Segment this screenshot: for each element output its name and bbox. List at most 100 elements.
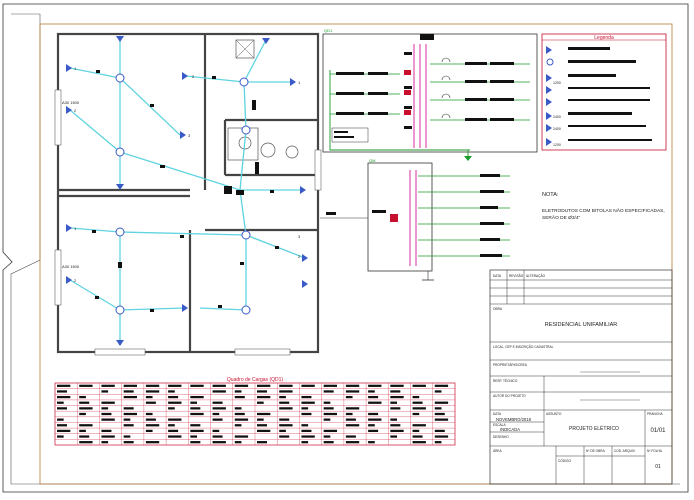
- lamp-number: 1: [298, 80, 301, 85]
- table-cell-mark: [145, 384, 160, 387]
- table-cell-mark: [345, 424, 360, 427]
- table-cell-mark: [279, 424, 293, 427]
- table-cell-mark: [279, 384, 293, 387]
- table-cell-mark: [434, 390, 442, 393]
- table-cell-mark: [168, 418, 182, 421]
- table-cell-mark: [345, 407, 360, 410]
- lamp-number: 3: [298, 234, 301, 239]
- table-cell-mark: [79, 384, 93, 387]
- table-cell-mark: [212, 441, 226, 444]
- table-cell-mark: [390, 395, 404, 399]
- lamp-number: 2: [74, 278, 77, 283]
- folha-value: 01: [655, 464, 661, 470]
- table-cell-mark: [279, 390, 293, 393]
- table-cell-mark: [123, 441, 134, 444]
- table-cell-mark: [390, 401, 397, 404]
- proprietario-label: PROPRIETÁRIO/CREA: [493, 363, 528, 367]
- table-cell-mark: [279, 395, 286, 399]
- table-cell-mark: [301, 412, 312, 416]
- table-cell-mark: [123, 390, 134, 393]
- lamp-number: 2: [192, 74, 195, 79]
- table-cell-mark: [279, 407, 293, 410]
- nr-obra-label: Nº DE OBRA: [586, 449, 606, 453]
- table-cell-mark: [123, 418, 131, 421]
- table-cell-mark: [301, 407, 309, 410]
- table-cell-mark: [412, 384, 426, 387]
- table-cell-mark: [345, 412, 353, 416]
- table-cell-mark: [123, 395, 137, 399]
- legend-label: 1200: [553, 143, 561, 147]
- table-cell-mark: [168, 435, 182, 438]
- col-revisao: REVISÃO: [509, 273, 524, 278]
- table-cell-mark: [145, 418, 156, 421]
- lamp-number: 1: [74, 66, 77, 71]
- table-cell-mark: [345, 435, 356, 438]
- table-cell-mark: [190, 401, 197, 404]
- table-cell-mark: [168, 424, 175, 427]
- table-cell-mark: [190, 435, 197, 438]
- table-cell-mark: [101, 418, 115, 421]
- col-alteracao: ALTERAÇÃO: [526, 273, 546, 278]
- table-cell-mark: [168, 390, 175, 393]
- table-cell-mark: [123, 412, 137, 416]
- table-cell-mark: [257, 412, 271, 416]
- table-cell-mark: [57, 407, 67, 410]
- table-cell-mark: [123, 407, 134, 410]
- assunto-value: PROJETO ELÉTRICO: [569, 425, 619, 432]
- title-block: DATA REVISÃO ALTERAÇÃO OBRA RESIDENCIAL …: [489, 269, 673, 485]
- escala-value: INDICADA: [500, 427, 520, 432]
- table-cell-mark: [323, 429, 337, 433]
- obra-value: RESIDENCIAL UNIFAMILIAR: [545, 322, 618, 328]
- obra-label: OBRA: [493, 307, 503, 311]
- table-cell-mark: [368, 384, 382, 387]
- table-cell-mark: [212, 418, 223, 421]
- table-cell-mark: [412, 407, 426, 410]
- table-cell-mark: [323, 390, 334, 393]
- lamp-number: 2: [298, 254, 301, 259]
- legend-title: Legenda: [594, 35, 614, 41]
- table-cell-mark: [301, 429, 312, 433]
- table-cell-mark: [368, 412, 379, 416]
- table-cell-mark: [345, 441, 360, 444]
- table-cell-mark: [323, 401, 331, 404]
- table-cell-mark: [279, 401, 290, 404]
- legend-label: 1200: [553, 81, 561, 85]
- table-cell-mark: [301, 435, 315, 438]
- prancha-label: PRANCHA: [647, 412, 663, 416]
- table-cell-mark: [168, 407, 175, 410]
- table-cell-mark: [79, 412, 86, 416]
- table-cell-mark: [345, 384, 360, 387]
- table-cell-mark: [301, 395, 312, 399]
- area-label: ÁREA: [493, 449, 503, 453]
- table-cell-mark: [412, 401, 423, 404]
- table-cell-mark: [434, 407, 442, 410]
- table-cell-mark: [390, 435, 397, 438]
- note-line-2: SERÃO DE Ø3/4": [542, 214, 581, 221]
- folha-label: Nº FOLHA: [647, 449, 663, 453]
- floor-plan: A30 1500 A30 1500 1 2 2 3 1 1 3 2 2: [54, 32, 322, 356]
- table-cell-mark: [368, 395, 379, 399]
- table-cell-mark: [368, 401, 382, 404]
- table-cell-mark: [145, 424, 160, 427]
- table-cell-mark: [57, 435, 64, 438]
- table-cell-mark: [434, 429, 445, 433]
- table-cell-mark: [190, 384, 204, 387]
- resp-tecnico-label: RESP. TÉCNICO: [493, 378, 518, 383]
- table-cell-mark: [212, 384, 226, 387]
- table-cell-mark: [368, 390, 375, 393]
- prancha-value: 01/01: [650, 428, 666, 434]
- note-line-1: ELETRODUTOS COM BITOLAS NÃO ESPECIFICADA…: [542, 207, 665, 214]
- table-cell-mark: [257, 424, 267, 427]
- table-cell-mark: [234, 407, 242, 410]
- table-cell-mark: [101, 390, 109, 393]
- meter-box-qm: QM: [320, 158, 510, 281]
- table-cell-mark: [212, 429, 220, 433]
- table-cell-mark: [390, 390, 401, 393]
- table-cell-mark: [234, 418, 249, 421]
- table-cell-mark: [434, 401, 449, 404]
- table-cell-mark: [57, 384, 71, 387]
- table-cell-mark: [79, 424, 93, 427]
- table-cell-mark: [257, 390, 267, 393]
- data-label: DATA: [493, 412, 502, 416]
- table-cell-mark: [101, 412, 112, 416]
